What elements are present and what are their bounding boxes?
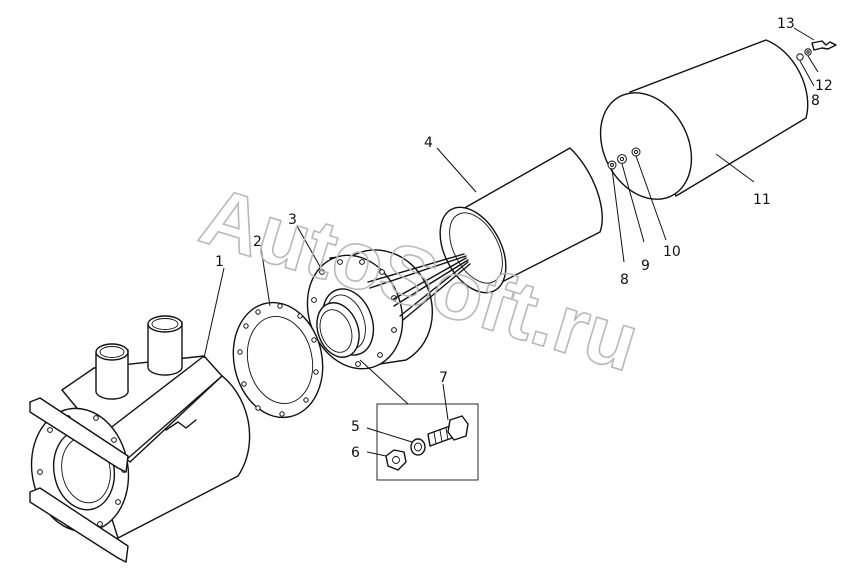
callout-5: 5: [351, 419, 360, 435]
callout-6: 6: [351, 445, 360, 461]
callout-4: 4: [424, 135, 433, 151]
callout-12: 12: [815, 78, 833, 94]
callout-7: 7: [439, 370, 448, 386]
callout-11: 11: [753, 192, 771, 208]
callout-numbers: 1 2 3 4 5 6 7 8 9 10 11 8 12 13: [215, 16, 833, 461]
callout-3: 3: [288, 212, 297, 228]
part-3-base-flange: [306, 249, 471, 370]
callout-8a: 8: [620, 272, 629, 288]
part-2-gasket: [232, 301, 324, 419]
fastener-inset: [376, 403, 479, 481]
part-1-housing: [29, 315, 251, 563]
part-8-9-10-fasteners: [607, 154, 627, 170]
callout-8b: 8: [811, 93, 820, 109]
callout-2: 2: [253, 234, 262, 250]
callout-1: 1: [215, 254, 224, 270]
callout-10: 10: [663, 244, 681, 260]
leader-lines: [203, 27, 819, 457]
callout-9: 9: [641, 258, 650, 274]
part-12-13-wing-nut: [796, 40, 837, 61]
callout-13: 13: [777, 16, 795, 32]
part-11-cover-drum: [599, 39, 809, 200]
